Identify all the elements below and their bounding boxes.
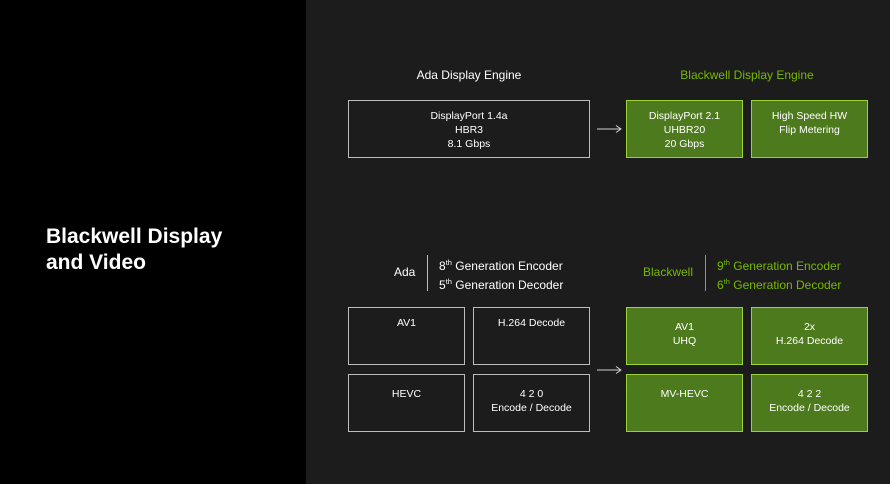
ada-encoder-gen: 8th Generation Encoder [439,253,563,276]
ada-encoder-num: 8 [439,259,446,273]
ada-h264-box: H.264 Decode [473,307,590,365]
ada-displayport-box: DisplayPort 1.4a HBR3 8.1 Gbps [348,100,590,158]
blackwell-video-label: Blackwell [643,265,694,279]
blackwell-h264-box: 2x H.264 Decode [751,307,868,365]
blackwell-av1-uhq-box: AV1 UHQ [626,307,743,365]
blackwell-encoder-ord: th [723,258,730,267]
ada-decoder-gen: 5th Generation Decoder [439,272,563,295]
ada-encoder-text: Generation Encoder [451,259,563,273]
blackwell-422-box: 4 2 2 Encode / Decode [751,374,868,432]
blackwell-divider [705,255,706,291]
blackwell-mv-hevc-box: MV-HEVC [626,374,743,432]
display-arrow-icon [597,125,622,133]
title-panel: Blackwell Display and Video [0,0,306,484]
blackwell-displayport-box: DisplayPort 2.1 UHBR20 20 Gbps [626,100,743,158]
blackwell-decoder-num: 6 [717,278,724,292]
blackwell-display-heading: Blackwell Display Engine [680,68,814,82]
ada-420-box: 4 2 0 Encode / Decode [473,374,590,432]
blackwell-encoder-num: 9 [717,259,724,273]
ada-av1-box: AV1 [348,307,465,365]
ada-video-label: Ada [394,265,416,279]
ada-decoder-num: 5 [439,278,446,292]
slide-title: Blackwell Display and Video [46,225,223,274]
ada-display-heading: Ada Display Engine [416,68,522,82]
blackwell-encoder-gen: 9th Generation Encoder [717,253,841,276]
video-arrow-icon [597,366,622,374]
ada-divider [427,255,428,291]
blackwell-decoder-text: Generation Decoder [729,278,842,292]
blackwell-encoder-text: Generation Encoder [729,259,841,273]
blackwell-decoder-ord: th [723,277,730,286]
ada-hevc-box: HEVC [348,374,465,432]
ada-decoder-ord: th [445,277,452,286]
flip-metering-box: High Speed HW Flip Metering [751,100,868,158]
blackwell-decoder-gen: 6th Generation Decoder [717,272,841,295]
ada-decoder-text: Generation Decoder [451,278,564,292]
ada-encoder-ord: th [445,258,452,267]
